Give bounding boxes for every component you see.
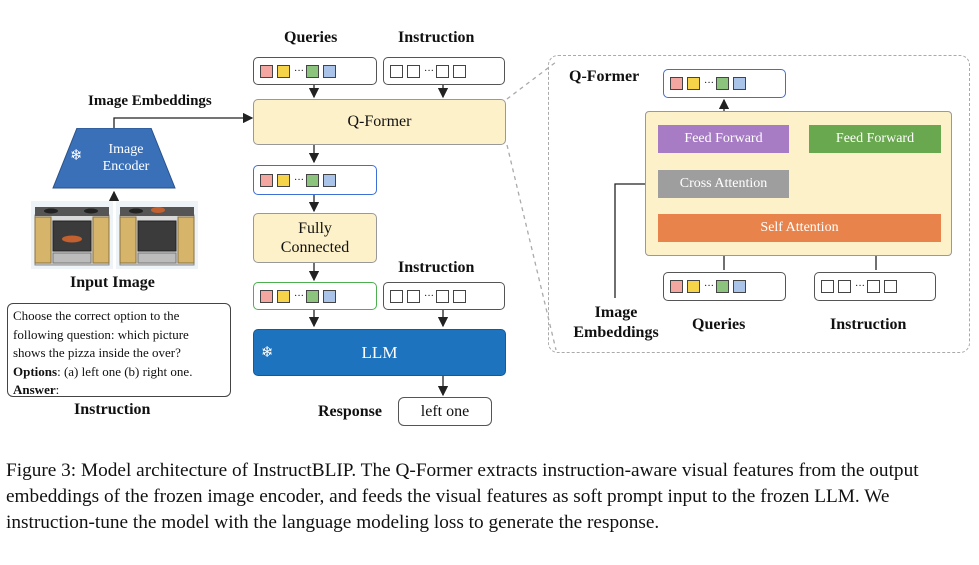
snowflake-icon: ❄ [261,343,274,361]
instruction-token [407,289,420,303]
qformer-detail-panel [548,55,970,353]
query-token [306,289,319,303]
self-attention-label: Self Attention [760,220,839,235]
instruction-token [453,289,466,303]
query-token [716,77,729,90]
query-token [687,280,700,293]
instruction-token [453,64,466,78]
llm-block: LLM [253,329,506,376]
instruction-line: shows the pizza inside the over? [13,345,181,360]
qformer-output-tokens: ··· [253,165,377,195]
oven-image-left [31,201,113,269]
response-value: left one [420,402,470,420]
query-token [687,77,700,90]
instruction-line: following question: which picture [13,326,189,342]
instruction-tokens-top: ··· [383,57,505,85]
answer-suffix: : [55,382,60,397]
ellipsis: ··· [294,174,304,186]
queries-label: Queries [284,29,338,46]
architecture-figure: Queries Instruction ··· ··· Q-Former Ima… [7,29,970,426]
query-token [323,64,336,78]
qformer-detail-instruction-tokens: ··· [814,272,936,301]
query-token [260,289,273,303]
qformer-detail-title: Q-Former [569,68,640,85]
instruction-token [390,289,403,303]
query-token [306,64,319,78]
instruction-token [390,64,403,78]
ellipsis: ··· [704,281,714,292]
detail-queries-label: Queries [692,316,746,333]
figure-caption: Figure 3: Model architecture of Instruct… [6,458,974,536]
instruction-token [867,280,880,293]
query-token [733,77,746,90]
instruction-token [821,280,834,293]
qformer-block: Q-Former [253,99,506,145]
ellipsis: ··· [424,290,434,302]
query-token [260,64,273,78]
instruction-textbox: Choose the correct option to the followi… [7,303,231,397]
detail-image-embeddings-label: Image Embeddings [562,303,670,343]
options-label: Options [13,363,58,379]
ellipsis: ··· [704,78,714,89]
query-token [277,173,290,187]
ellipsis: ··· [855,281,865,292]
instruction-mid-label: Instruction [398,259,475,276]
instruction-answer: Answer: [13,381,225,400]
feed-forward-right-label: Feed Forward [835,131,915,146]
detail-image-embeddings-line1: Image [594,304,638,321]
instruction-token [436,289,449,303]
query-token [716,280,729,293]
options-text: : (a) left one (b) right one. [57,363,193,379]
llm-input-query-tokens: ··· [253,282,377,310]
response-label: Response [318,403,383,420]
instruction-token [884,280,897,293]
llm-input-instruction-tokens: ··· [383,282,505,310]
self-attention: Self Attention [658,214,941,242]
oven-image-right [116,201,198,269]
feed-forward-left: Feed Forward [658,125,789,153]
snowflake-icon: ❄ [70,146,83,164]
answer-label: Answer [13,382,56,397]
instruction-label: Instruction [398,29,475,46]
caption-label: Figure 3: [6,460,77,481]
query-token [670,77,683,90]
ellipsis: ··· [294,290,304,302]
fully-connected-label: Fully Connected [280,220,350,256]
query-tokens-top: ··· [253,57,377,85]
detail-image-embeddings-line2: Embeddings [573,324,659,341]
query-token [323,289,336,303]
image-encoder [52,128,176,189]
detail-instruction-label: Instruction [830,316,907,333]
cross-attention: Cross Attention [658,170,789,198]
instruction-bottom-label: Instruction [74,401,151,418]
instruction-token [407,64,420,78]
cross-attention-label: Cross Attention [679,176,768,191]
fully-connected-block: Fully Connected [253,213,377,263]
query-token [260,173,273,187]
query-token [670,280,683,293]
ellipsis: ··· [424,65,434,77]
qformer-detail-output-tokens: ··· [663,69,786,98]
qformer-detail-query-tokens: ··· [663,272,786,301]
instruction-line: Choose the correct option to the [13,308,180,323]
ellipsis: ··· [294,65,304,77]
query-token [323,173,336,187]
input-image-label: Input Image [70,274,155,291]
response-output: left one [398,397,492,426]
query-token [277,289,290,303]
llm-label: LLM [361,342,398,362]
instruction-token [436,64,449,78]
image-embeddings-label: Image Embeddings [88,93,212,109]
feed-forward-right: Feed Forward [809,125,941,153]
qformer-label: Q-Former [347,113,412,130]
instruction-token [838,280,851,293]
image-encoder-label: Image Encoder [102,142,150,174]
caption-text: Model architecture of InstructBLIP. The … [6,460,919,533]
feed-forward-left-label: Feed Forward [684,131,763,146]
instruction-options: Options: (a) left one (b) right one. [13,363,225,382]
query-token [733,280,746,293]
query-token [277,64,290,78]
query-token [306,173,319,187]
